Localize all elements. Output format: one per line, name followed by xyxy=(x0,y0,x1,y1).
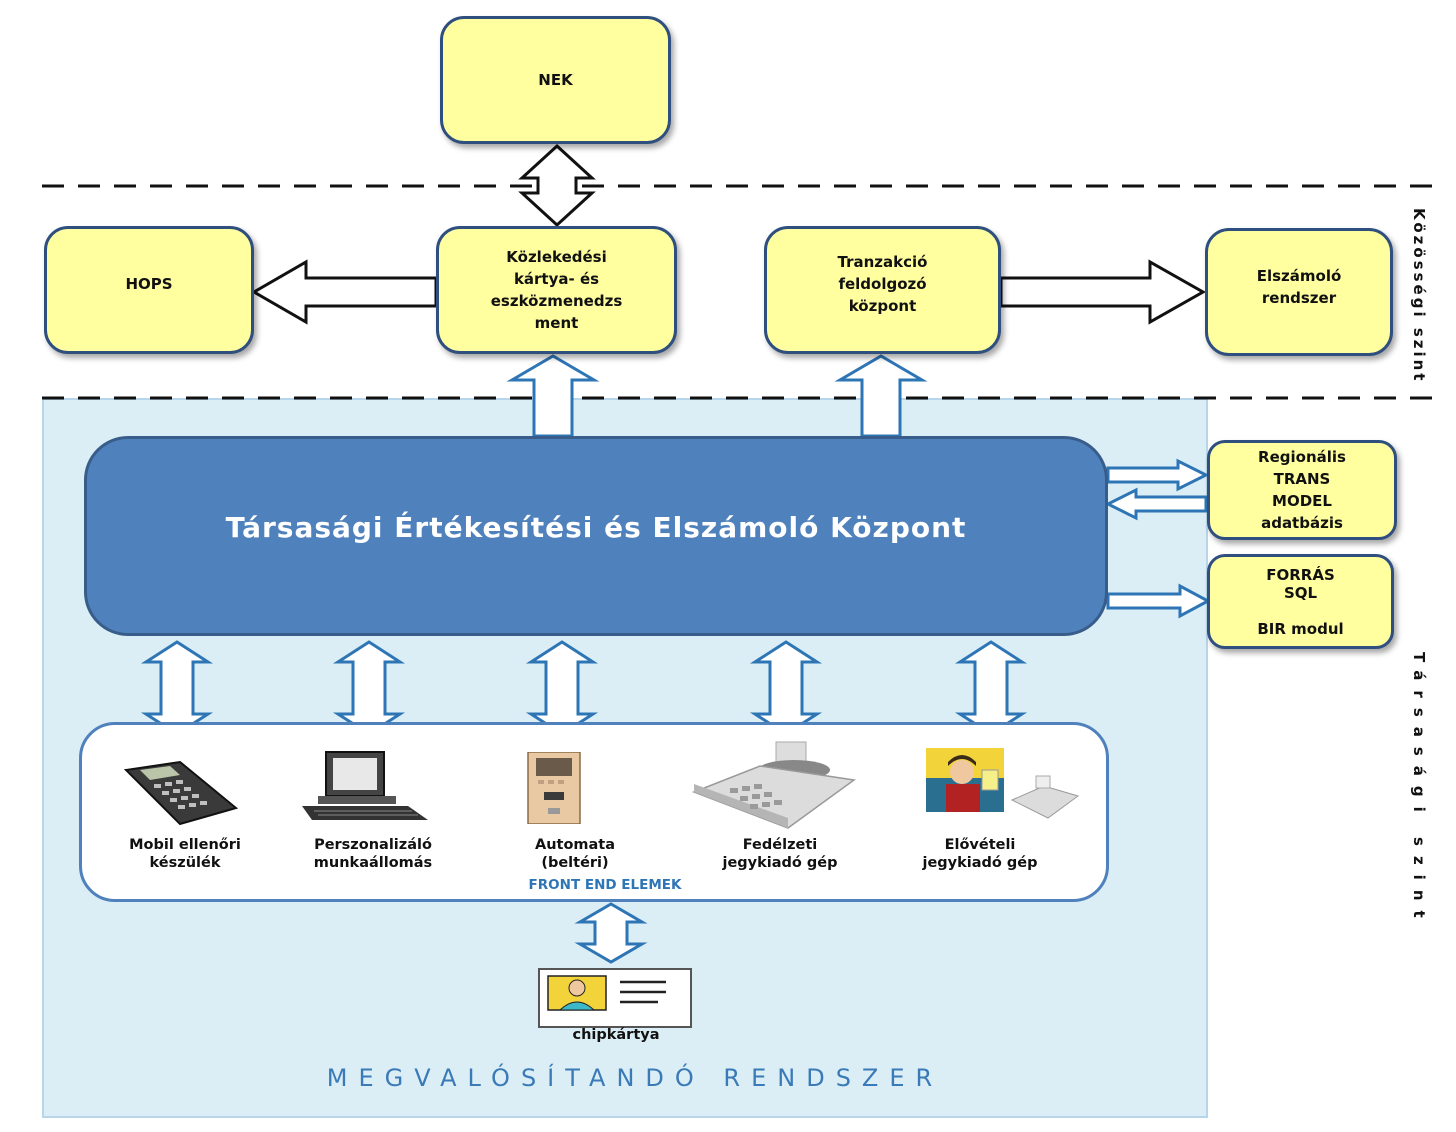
central-hub-box: Társasági Értékesítési és Elszámoló Közp… xyxy=(84,436,1108,636)
calculator-icon xyxy=(123,760,239,826)
elszamolo-label: Elszámoló rendszer xyxy=(1256,267,1342,307)
vending-machine-icon xyxy=(527,752,581,824)
frontend-item-label-2: Perszonalizáló munkaállomás xyxy=(313,837,433,871)
kozlekedesi-label: Közlekedési kártya- és eszközmenedzs men… xyxy=(490,248,623,332)
tranzakcio-label: Tranzakció feldolgozó központ xyxy=(837,253,928,315)
frontend-link-arrow-2 xyxy=(332,640,406,736)
hops-label: HOPS xyxy=(125,275,173,293)
hub-to-regionalis-arrow xyxy=(1106,458,1210,492)
chipcard-link-arrow xyxy=(574,902,648,964)
kozlekedesi-box: Közlekedési kártya- és eszközmenedzs men… xyxy=(436,226,677,354)
elszamolo-box: Elszámoló rendszer xyxy=(1205,228,1393,356)
ticket-printer-icon xyxy=(691,741,856,829)
frontend-link-arrow-4 xyxy=(749,640,823,736)
kozossegi-level-label: Közösségi szint xyxy=(1410,208,1428,384)
hub-to-forras-arrow xyxy=(1106,583,1212,619)
frontend-item-label-3: Automata (beltéri) xyxy=(534,837,616,871)
nek-link-arrow xyxy=(518,143,596,228)
hub-to-kozlekedesi-arrow xyxy=(506,354,600,438)
tarsasagi-level-label: Társasági szint xyxy=(1410,652,1428,928)
hub-to-tranzakcio-arrow xyxy=(834,354,928,438)
forras-box: FORRÁS SQL BIR modul xyxy=(1207,554,1394,649)
frontend-item-label-5: Elővételi jegykiadó gép xyxy=(922,837,1038,871)
forras-label: FORRÁS SQL BIR modul xyxy=(1257,565,1344,638)
computer-icon xyxy=(302,751,428,820)
hops-box: HOPS xyxy=(44,226,254,354)
frontend-title: FRONT END ELEMEK xyxy=(528,877,682,893)
regionalis-box: Regionális TRANS MODEL adatbázis xyxy=(1207,440,1397,540)
frontend-link-arrow-3 xyxy=(525,640,599,736)
hops-link-arrow xyxy=(250,259,438,325)
elszamolo-link-arrow xyxy=(999,259,1207,325)
regionalis-to-hub-arrow xyxy=(1104,487,1208,521)
nek-label: NEK xyxy=(538,71,573,89)
frontend-item-label-1: Mobil ellenőri készülék xyxy=(129,837,241,871)
regionalis-label: Regionális TRANS MODEL adatbázis xyxy=(1258,448,1346,532)
id-card-icon xyxy=(547,975,666,1011)
central-hub-label: Társasági Értékesítési és Elszámoló Közp… xyxy=(225,510,967,544)
cashier-icon xyxy=(926,748,1080,819)
frontend-link-arrow-1 xyxy=(140,640,214,736)
system-title: MEGVALÓSÍTANDÓ RENDSZER xyxy=(326,1064,944,1092)
frontend-item-label-4: Fedélzeti jegykiadó gép xyxy=(722,837,838,871)
chipcard-icon xyxy=(538,968,692,1028)
tranzakcio-box: Tranzakció feldolgozó központ xyxy=(764,226,1001,354)
nek-box: NEK xyxy=(440,16,671,144)
chipcard-label: chipkártya xyxy=(572,1027,660,1043)
frontend-link-arrow-5 xyxy=(954,640,1028,736)
